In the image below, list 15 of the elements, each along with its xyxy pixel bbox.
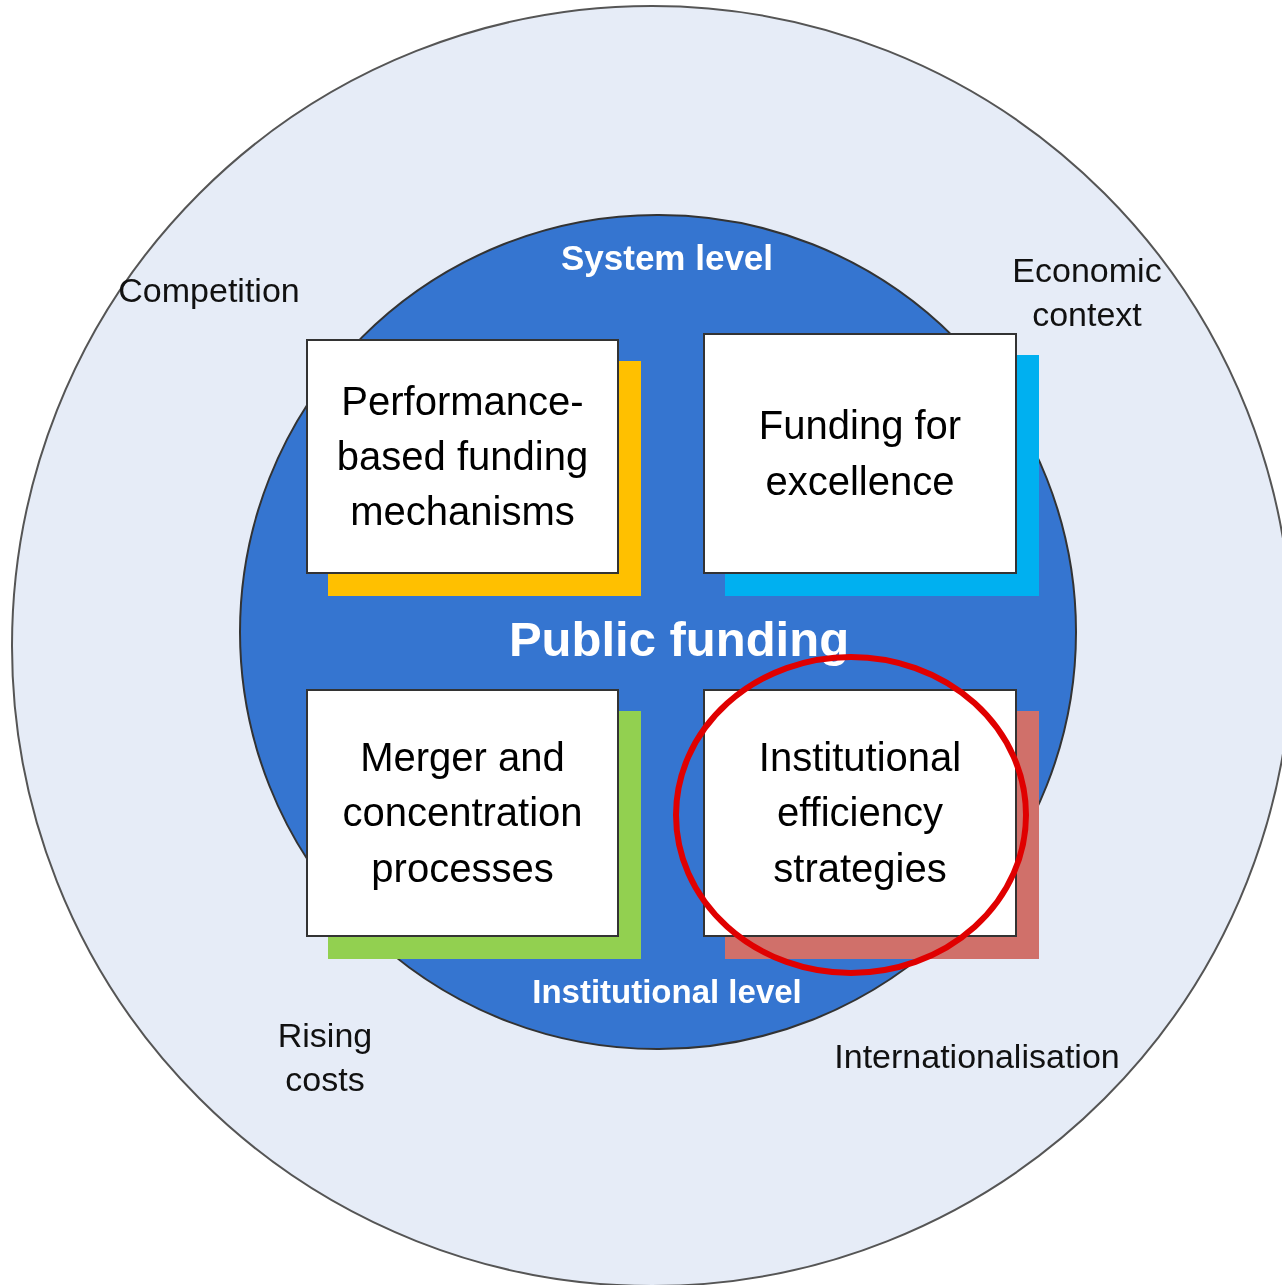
context-label: Internationalisation bbox=[833, 1035, 1121, 1077]
process-box bbox=[306, 339, 619, 574]
level-label: System level bbox=[559, 236, 775, 279]
context-label: Rising costs bbox=[276, 1014, 374, 1100]
box-label: Performance-based funding mechanisms bbox=[335, 377, 590, 536]
context-label: Competition bbox=[117, 269, 301, 311]
box-label: Funding for excellence bbox=[757, 402, 963, 505]
box-label: Institutional efficiency strategies bbox=[757, 734, 963, 892]
process-box bbox=[703, 689, 1017, 937]
box-label: Merger and concentration processes bbox=[341, 734, 584, 892]
level-label: Institutional level bbox=[531, 972, 803, 1013]
process-box bbox=[306, 689, 619, 937]
level-label: Public funding bbox=[507, 611, 851, 669]
process-box bbox=[703, 333, 1017, 574]
context-label: Economic context bbox=[1011, 249, 1163, 335]
